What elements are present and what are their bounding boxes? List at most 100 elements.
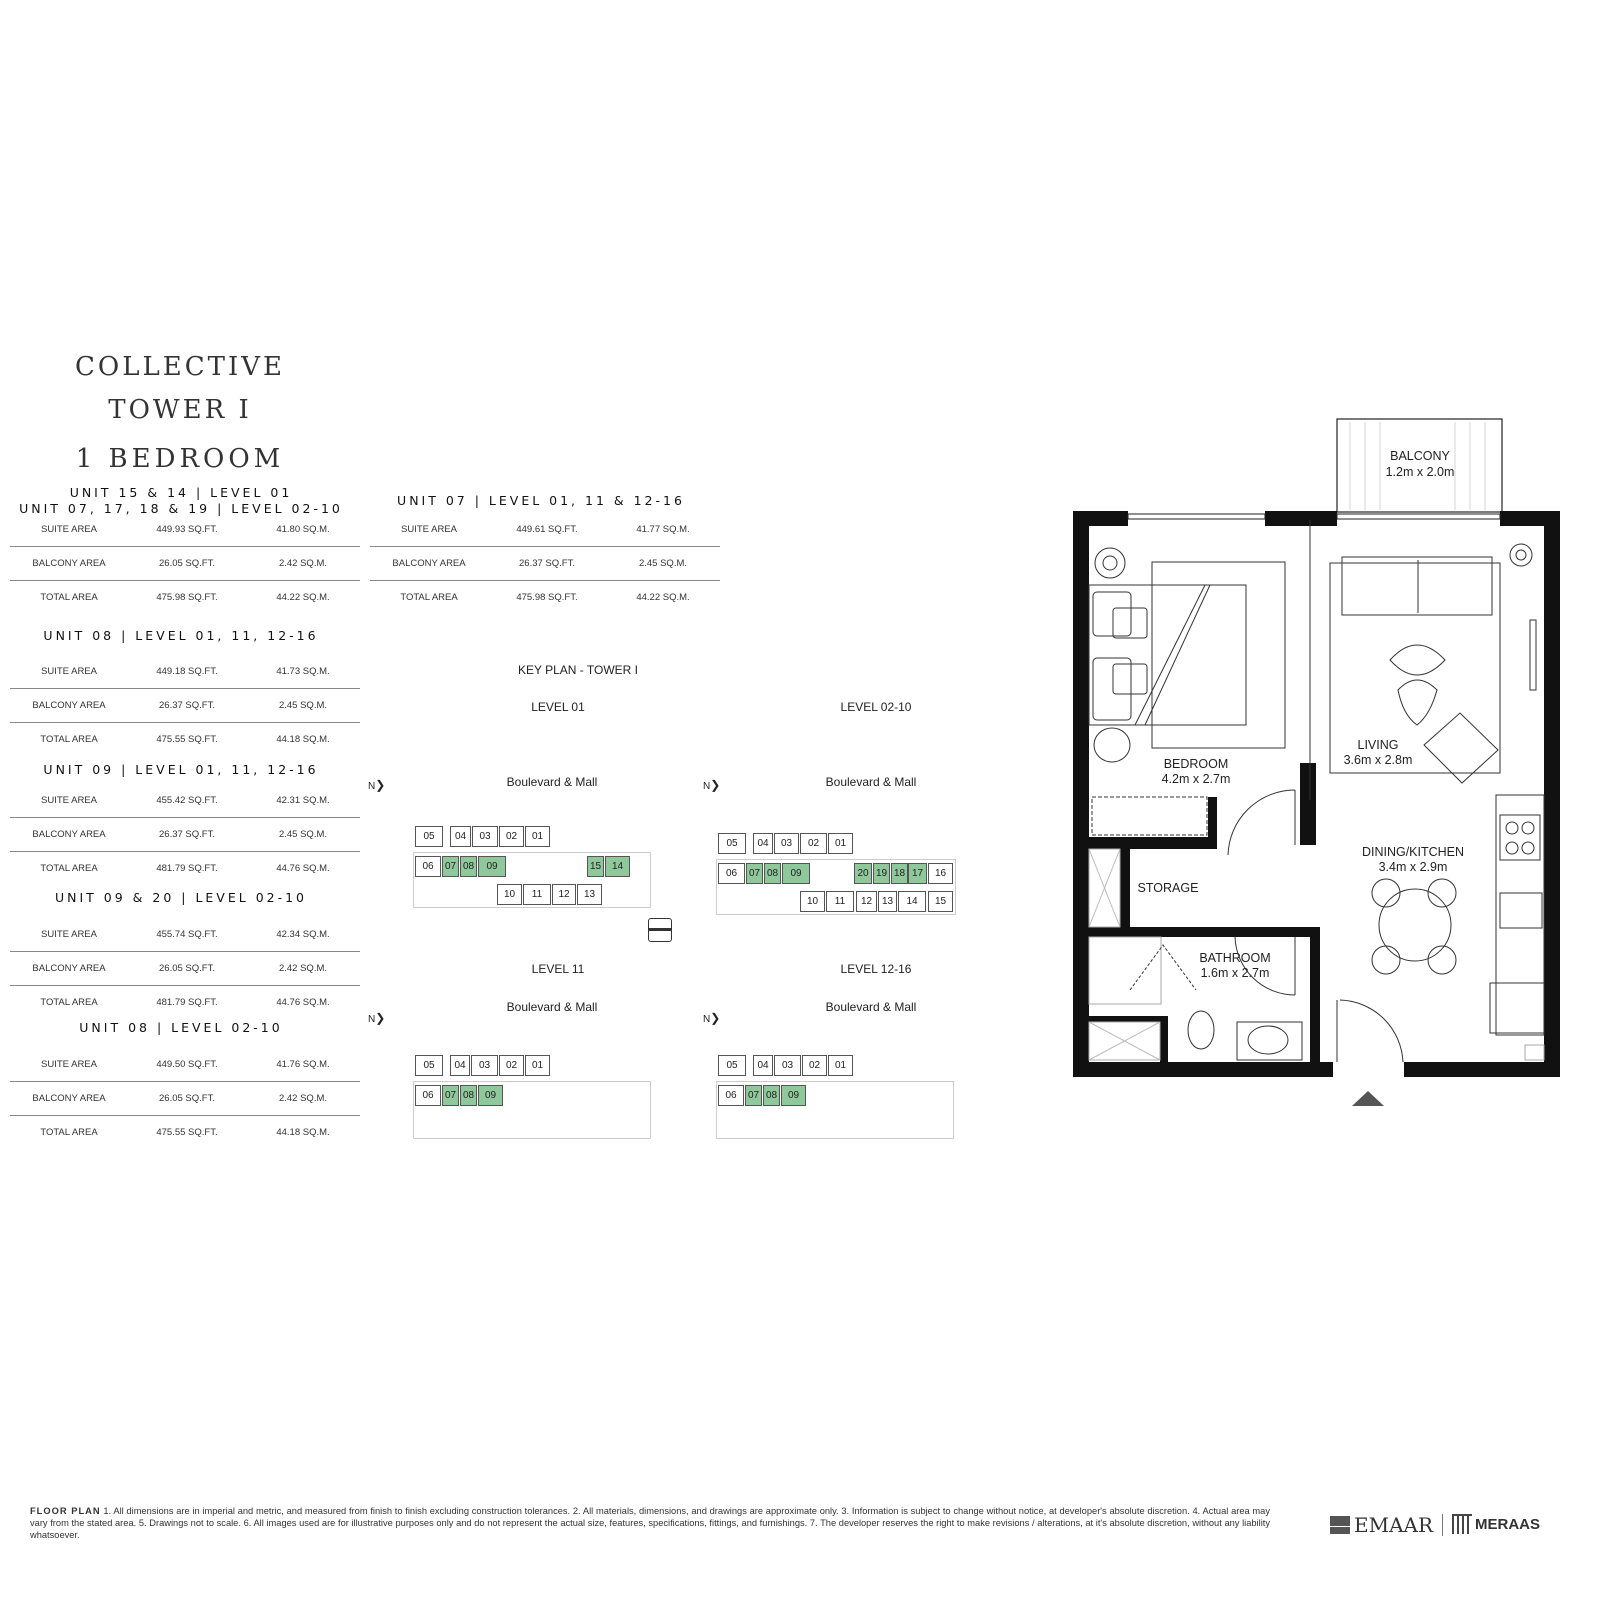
area-sqm: 42.31 SQ.M. (246, 784, 360, 818)
area-sqm: 41.80 SQ.M. (246, 513, 360, 547)
key-plan-unit: 10 (800, 891, 825, 912)
area-sqm: 2.45 SQ.M. (246, 817, 360, 852)
room-name-balcony: BALCONY (1390, 449, 1450, 463)
project-title: COLLECTIVE (75, 352, 285, 382)
area-label: SUITE AREA (10, 1048, 128, 1082)
north-arrow-icon: N❯ (368, 778, 385, 792)
area-label: TOTAL AREA (40, 734, 98, 745)
key-plan-unit: 08 (460, 856, 477, 877)
key-plan-building-outline (716, 859, 956, 915)
key-plan-unit: 08 (763, 1085, 780, 1106)
emaar-logo: EMAAR (1330, 1513, 1433, 1537)
area-label: TOTAL AREA (40, 592, 98, 603)
key-plan-unit: 01 (828, 1055, 853, 1076)
area-label: SUITE AREA (10, 655, 128, 689)
key-plan-unit: 20 (854, 863, 872, 884)
key-plan-unit: 15 (928, 891, 953, 912)
key-plan-unit: 16 (928, 863, 953, 884)
key-plan-road-label: Boulevard & Mall (825, 1000, 917, 1014)
key-plan-unit: 01 (828, 833, 853, 854)
key-plan-unit: 17 (908, 863, 927, 884)
key-plan-level-label: LEVEL 02-10 (840, 700, 912, 714)
unit-heading: UNIT 07, 17, 18 & 19 | LEVEL 02-10 (19, 501, 343, 516)
key-plan-unit: 03 (774, 833, 799, 854)
key-plan-unit: 09 (782, 863, 810, 884)
area-label: BALCONY AREA (10, 688, 128, 723)
key-plan-unit: 08 (460, 1085, 477, 1106)
area-sqm: 2.42 SQ.M. (246, 546, 360, 581)
key-plan-unit: 04 (450, 826, 471, 847)
area-sqft: 26.05 SQ.FT. (128, 1081, 246, 1116)
room-name-living: LIVING (1358, 738, 1399, 752)
tower-title: TOWER I (108, 395, 252, 425)
unit-heading: UNIT 08 | LEVEL 02-10 (79, 1020, 283, 1035)
area-label: TOTAL AREA (40, 1127, 98, 1138)
area-sqft: 475.55 SQ.FT. (156, 1127, 218, 1138)
entrance-triangle-up-icon (1352, 1091, 1384, 1106)
unit-heading: UNIT 08 | LEVEL 01, 11, 12-16 (43, 628, 319, 643)
key-plan-unit: 14 (605, 856, 630, 877)
footer-label: FLOOR PLAN (30, 1506, 101, 1516)
key-plan-unit: 12 (552, 884, 576, 905)
walls (1073, 511, 1560, 1077)
area-sqft: 455.42 SQ.FT. (128, 784, 246, 818)
area-sqft: 481.79 SQ.FT. (156, 997, 218, 1008)
area-sqm: 42.34 SQ.M. (246, 918, 360, 952)
footer-disclaimer: FLOOR PLAN 1. All dimensions are in impe… (30, 1505, 1270, 1541)
area-sqft: 475.98 SQ.FT. (516, 592, 578, 603)
north-arrow-icon: N❯ (703, 1011, 720, 1025)
key-plan-title: KEY PLAN - TOWER I (517, 663, 639, 677)
swimming-pool-icon (648, 918, 672, 942)
key-plan-unit: 07 (442, 856, 459, 877)
north-label: N (368, 781, 376, 792)
key-plan-building-outline (716, 1081, 954, 1139)
room-size-dining-kitchen: 3.4m x 2.9m (1379, 860, 1448, 874)
area-sqft: 26.05 SQ.FT. (128, 546, 246, 581)
room-name-storage: STORAGE (1138, 881, 1199, 895)
area-label: SUITE AREA (10, 513, 128, 547)
area-sqft: 26.37 SQ.FT. (128, 817, 246, 852)
key-plan-unit: 05 (718, 833, 746, 854)
area-sqft: 475.98 SQ.FT. (156, 592, 218, 603)
key-plan-unit: 02 (499, 1055, 524, 1076)
area-sqm: 2.42 SQ.M. (246, 951, 360, 986)
area-sqm: 41.77 SQ.M. (606, 513, 720, 547)
area-sqft: 481.79 SQ.FT. (156, 863, 218, 874)
room-name-bathroom: BATHROOM (1199, 951, 1270, 965)
footer-notes: 1. All dimensions are in imperial and me… (30, 1506, 1270, 1540)
key-plan-unit: 04 (753, 1055, 773, 1076)
area-label: TOTAL AREA (40, 997, 98, 1008)
room-size-balcony: 1.2m x 2.0m (1386, 465, 1455, 479)
key-plan-unit: 09 (478, 856, 506, 877)
key-plan-unit: 01 (525, 826, 550, 847)
north-label: N (703, 1014, 711, 1025)
key-plan-road-label: Boulevard & Mall (825, 775, 917, 789)
key-plan-unit: 03 (472, 826, 498, 847)
unit-heading: UNIT 15 & 14 | LEVEL 01 (69, 485, 293, 500)
arrow-icon: ❯ (375, 1011, 386, 1025)
key-plan-unit: 11 (523, 884, 551, 905)
area-sqft: 26.05 SQ.FT. (128, 951, 246, 986)
key-plan-unit: 18 (891, 863, 908, 884)
key-plan-unit: 13 (577, 884, 602, 905)
key-plan-unit: 02 (800, 833, 827, 854)
area-sqm: 41.76 SQ.M. (246, 1048, 360, 1082)
north-label: N (368, 1014, 376, 1025)
area-sqm: 44.22 SQ.M. (636, 592, 690, 603)
key-plan-unit: 14 (898, 891, 926, 912)
key-plan-unit: 09 (478, 1085, 503, 1106)
